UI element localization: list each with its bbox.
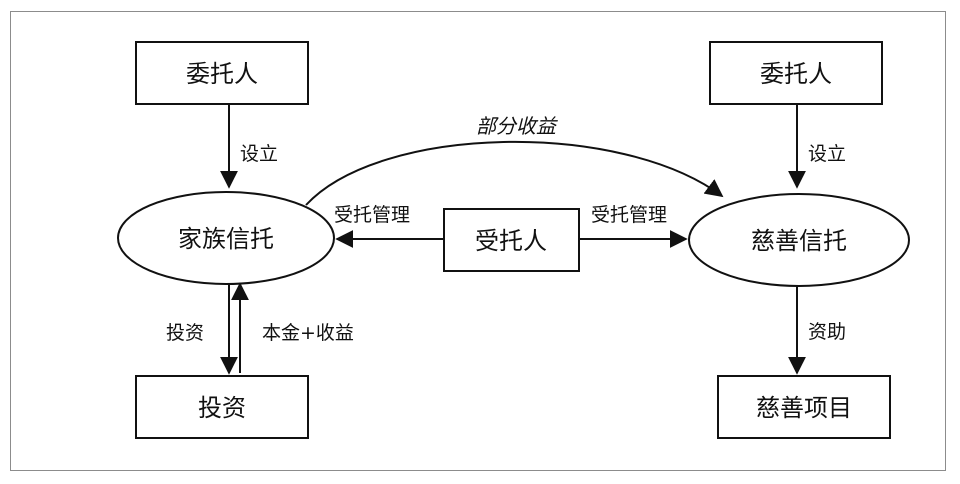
partial-income-arrow: [305, 141, 724, 206]
manage-left-label: 受托管理: [334, 204, 410, 226]
investment-box: [135, 375, 309, 439]
right-settlor-label: 委托人: [760, 60, 832, 88]
diagram-frame: [10, 11, 946, 471]
charity-trust-label: 慈善信托: [751, 227, 847, 255]
family-trust-label: 家族信托: [178, 225, 274, 253]
family-trust-ellipse: [117, 191, 335, 285]
left-settlor-label: 委托人: [186, 60, 258, 88]
left-setup-label: 设立: [240, 143, 278, 165]
charity-project-label: 慈善项目: [756, 394, 852, 422]
investment-label: 投资: [198, 394, 246, 422]
manage-right-label: 受托管理: [591, 204, 667, 226]
charity-project-box: [717, 375, 891, 439]
charity-trust-ellipse: [688, 193, 910, 287]
right-settlor-box: [709, 41, 883, 105]
principal-income-label: 本金+收益: [262, 322, 354, 344]
trustee-label: 受托人: [475, 227, 547, 255]
left-settlor-box: [135, 41, 309, 105]
invest-label: 投资: [166, 322, 204, 344]
partial-income-label: 部分收益: [476, 114, 558, 138]
right-setup-label: 设立: [808, 143, 846, 165]
fund-label: 资助: [808, 321, 846, 343]
